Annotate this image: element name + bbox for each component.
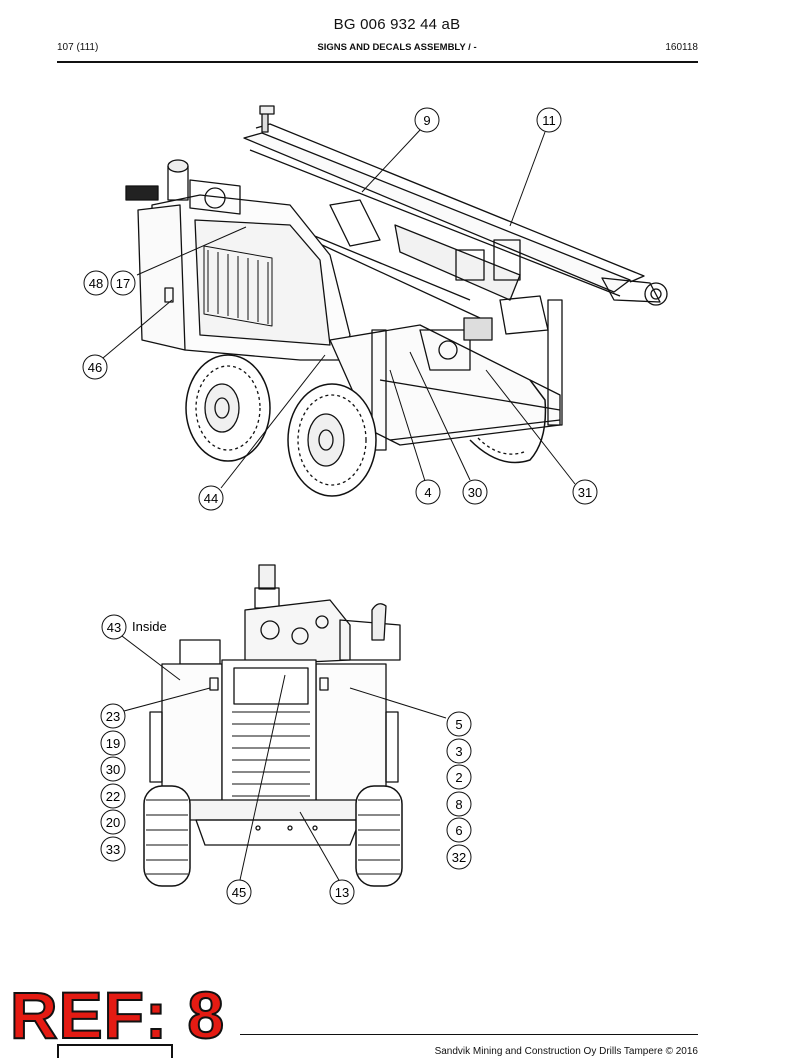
callout-19: 19 [100, 730, 126, 756]
svg-text:20: 20 [106, 815, 120, 830]
callout-46: 46 [82, 354, 108, 380]
callout-9: 9 [414, 107, 440, 133]
ref-stamp: REF: 8 [9, 978, 226, 1052]
callout-4: 4 [415, 479, 441, 505]
svg-text:17: 17 [116, 276, 130, 291]
footer-copyright: Sandvik Mining and Construction Oy Drill… [434, 1046, 698, 1057]
callout-2: 2 [446, 764, 472, 790]
svg-text:30: 30 [468, 485, 482, 500]
svg-text:30: 30 [106, 762, 120, 777]
callout-13: 13 [329, 879, 355, 905]
company-logo [57, 1044, 173, 1058]
svg-text:6: 6 [455, 823, 462, 838]
section-title: SIGNS AND DECALS ASSEMBLY / - [317, 42, 477, 53]
inside-label: Inside [132, 619, 167, 634]
callouts-bottom: 43 Inside 23 19 30 22 20 33 5 3 2 8 6 32… [100, 614, 472, 905]
isometric-view [125, 105, 668, 497]
header-rule [57, 61, 698, 63]
callout-45: 45 [226, 879, 252, 905]
leader-lines-top [102, 129, 576, 489]
svg-text:8: 8 [455, 797, 462, 812]
svg-text:13: 13 [335, 885, 349, 900]
svg-text:4: 4 [424, 485, 431, 500]
svg-text:11: 11 [542, 113, 556, 128]
tire [143, 785, 191, 887]
svg-text:22: 22 [106, 789, 120, 804]
svg-text:23: 23 [106, 709, 120, 724]
svg-text:9: 9 [423, 113, 430, 128]
page-number: 107 (111) [57, 42, 99, 53]
svg-text:5: 5 [455, 717, 462, 732]
rear-view [143, 564, 403, 887]
callout-5: 5 [446, 711, 472, 737]
callout-32: 32 [446, 844, 472, 870]
callout-48: 48 [83, 270, 109, 296]
svg-text:31: 31 [578, 485, 592, 500]
svg-text:19: 19 [106, 736, 120, 751]
leader-lines-bottom [117, 632, 447, 883]
svg-text:3: 3 [455, 744, 462, 759]
callout-22: 22 [100, 783, 126, 809]
callout-11: 11 [536, 107, 562, 133]
callout-8: 8 [446, 791, 472, 817]
document-code: 160118 [665, 42, 698, 53]
callout-6: 6 [446, 817, 472, 843]
document-number: BG 006 932 44 aB [333, 16, 461, 33]
callout-17: 17 [110, 270, 136, 296]
callouts-top: 9 11 48 17 46 44 4 30 31 [82, 107, 598, 511]
wheel [287, 383, 377, 497]
wheel [469, 379, 547, 464]
callout-43: 43 [101, 614, 127, 640]
svg-text:33: 33 [106, 842, 120, 857]
callout-23: 23 [100, 703, 126, 729]
svg-text:2: 2 [455, 770, 462, 785]
svg-text:45: 45 [232, 885, 246, 900]
callout-31: 31 [572, 479, 598, 505]
svg-text:32: 32 [452, 850, 466, 865]
footer-rule [240, 1034, 698, 1035]
callout-30: 30 [100, 756, 126, 782]
svg-text:48: 48 [89, 276, 103, 291]
callout-44: 44 [198, 485, 224, 511]
svg-text:43: 43 [107, 620, 121, 635]
svg-text:44: 44 [204, 491, 218, 506]
wheel [185, 354, 271, 462]
callout-30: 30 [462, 479, 488, 505]
callout-20: 20 [100, 809, 126, 835]
svg-text:46: 46 [88, 360, 102, 375]
tire [355, 785, 403, 887]
callout-33: 33 [100, 836, 126, 862]
callout-3: 3 [446, 738, 472, 764]
